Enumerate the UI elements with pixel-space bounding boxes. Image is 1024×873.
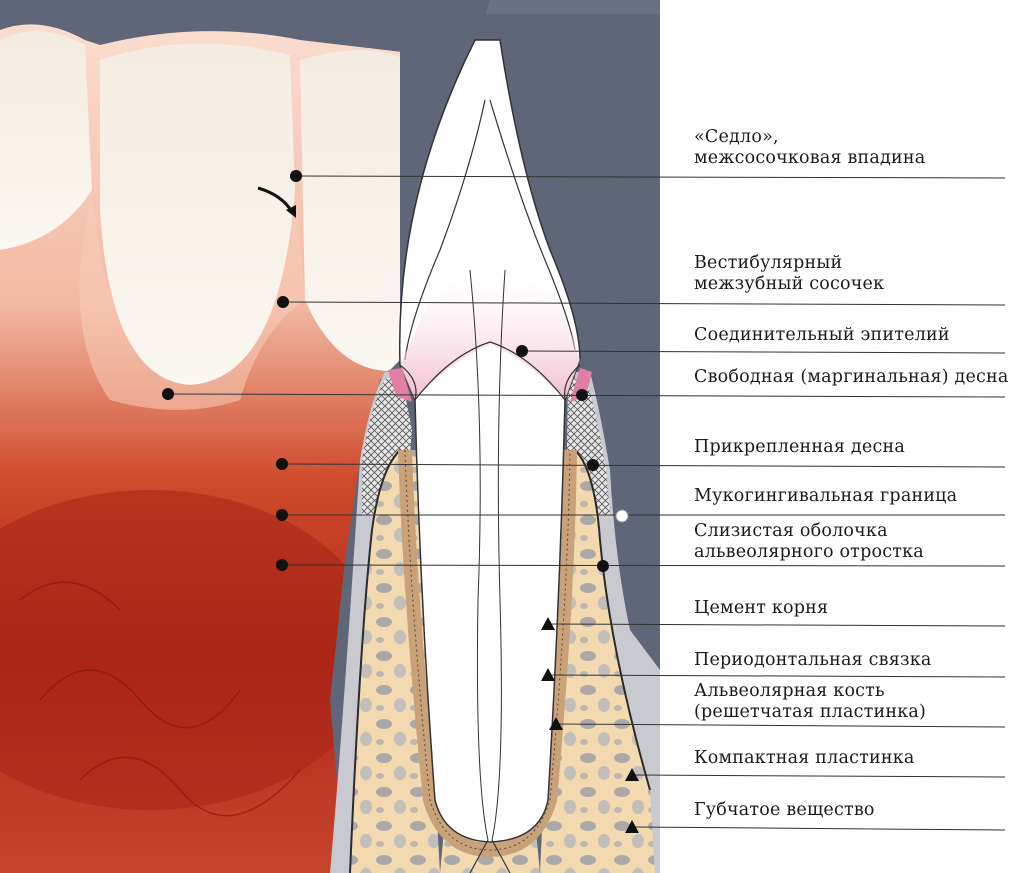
dot-marker-icon: [597, 560, 609, 572]
dot-marker-icon: [276, 458, 288, 470]
label-periodontal-ligament: Периодонтальная связка: [694, 650, 932, 670]
dot-marker-icon: [587, 459, 599, 471]
label-mucogingival-junction: Мукогингивальная граница: [694, 486, 958, 506]
white-dot-marker-icon: [615, 509, 629, 523]
left-tooth-photo: [0, 31, 92, 250]
label-alveolar-mucosa: Слизистая оболочка альвеолярного отростк…: [694, 521, 924, 562]
triangle-marker-icon: [541, 617, 555, 630]
label-attached-gingiva: Прикрепленная десна: [694, 437, 905, 457]
dot-marker-icon: [576, 389, 588, 401]
triangle-marker-icon: [625, 820, 639, 833]
label-compact-plate: Компактная пластинка: [694, 748, 915, 768]
pulp-canal: [469, 269, 506, 841]
label-alveolar-bone: Альвеолярная кость (решетчатая пластинка…: [694, 681, 927, 722]
label-papilla: Вестибулярный межзубный сосочек: [694, 253, 885, 294]
triangle-marker-icon: [625, 768, 639, 781]
tooth-section: [398, 39, 581, 843]
dot-marker-icon: [516, 345, 528, 357]
bone-left: [350, 450, 440, 873]
label-spongy-bone: Губчатое вещество: [694, 800, 875, 820]
dot-marker-icon: [162, 388, 174, 400]
dot-marker-icon: [290, 170, 302, 182]
central-tooth-photo: [100, 43, 295, 386]
gum-photo: [0, 0, 400, 873]
label-junctional-epithelium: Соединительный эпителий: [694, 325, 950, 345]
dot-marker-icon: [276, 509, 288, 521]
triangle-marker-icon: [549, 717, 563, 730]
markers: [162, 170, 639, 833]
dot-marker-icon: [276, 559, 288, 571]
label-cementum: Цемент корня: [694, 598, 829, 618]
label-free-gingiva: Свободная (маргинальная) десна: [694, 367, 1009, 387]
right-tooth-photo: [300, 50, 400, 372]
junctional-epithelium-zone: [400, 260, 580, 400]
label-saddle: «Седло», межсосочковая впадина: [694, 127, 926, 168]
triangle-marker-icon: [541, 668, 555, 681]
dot-marker-icon: [277, 296, 289, 308]
